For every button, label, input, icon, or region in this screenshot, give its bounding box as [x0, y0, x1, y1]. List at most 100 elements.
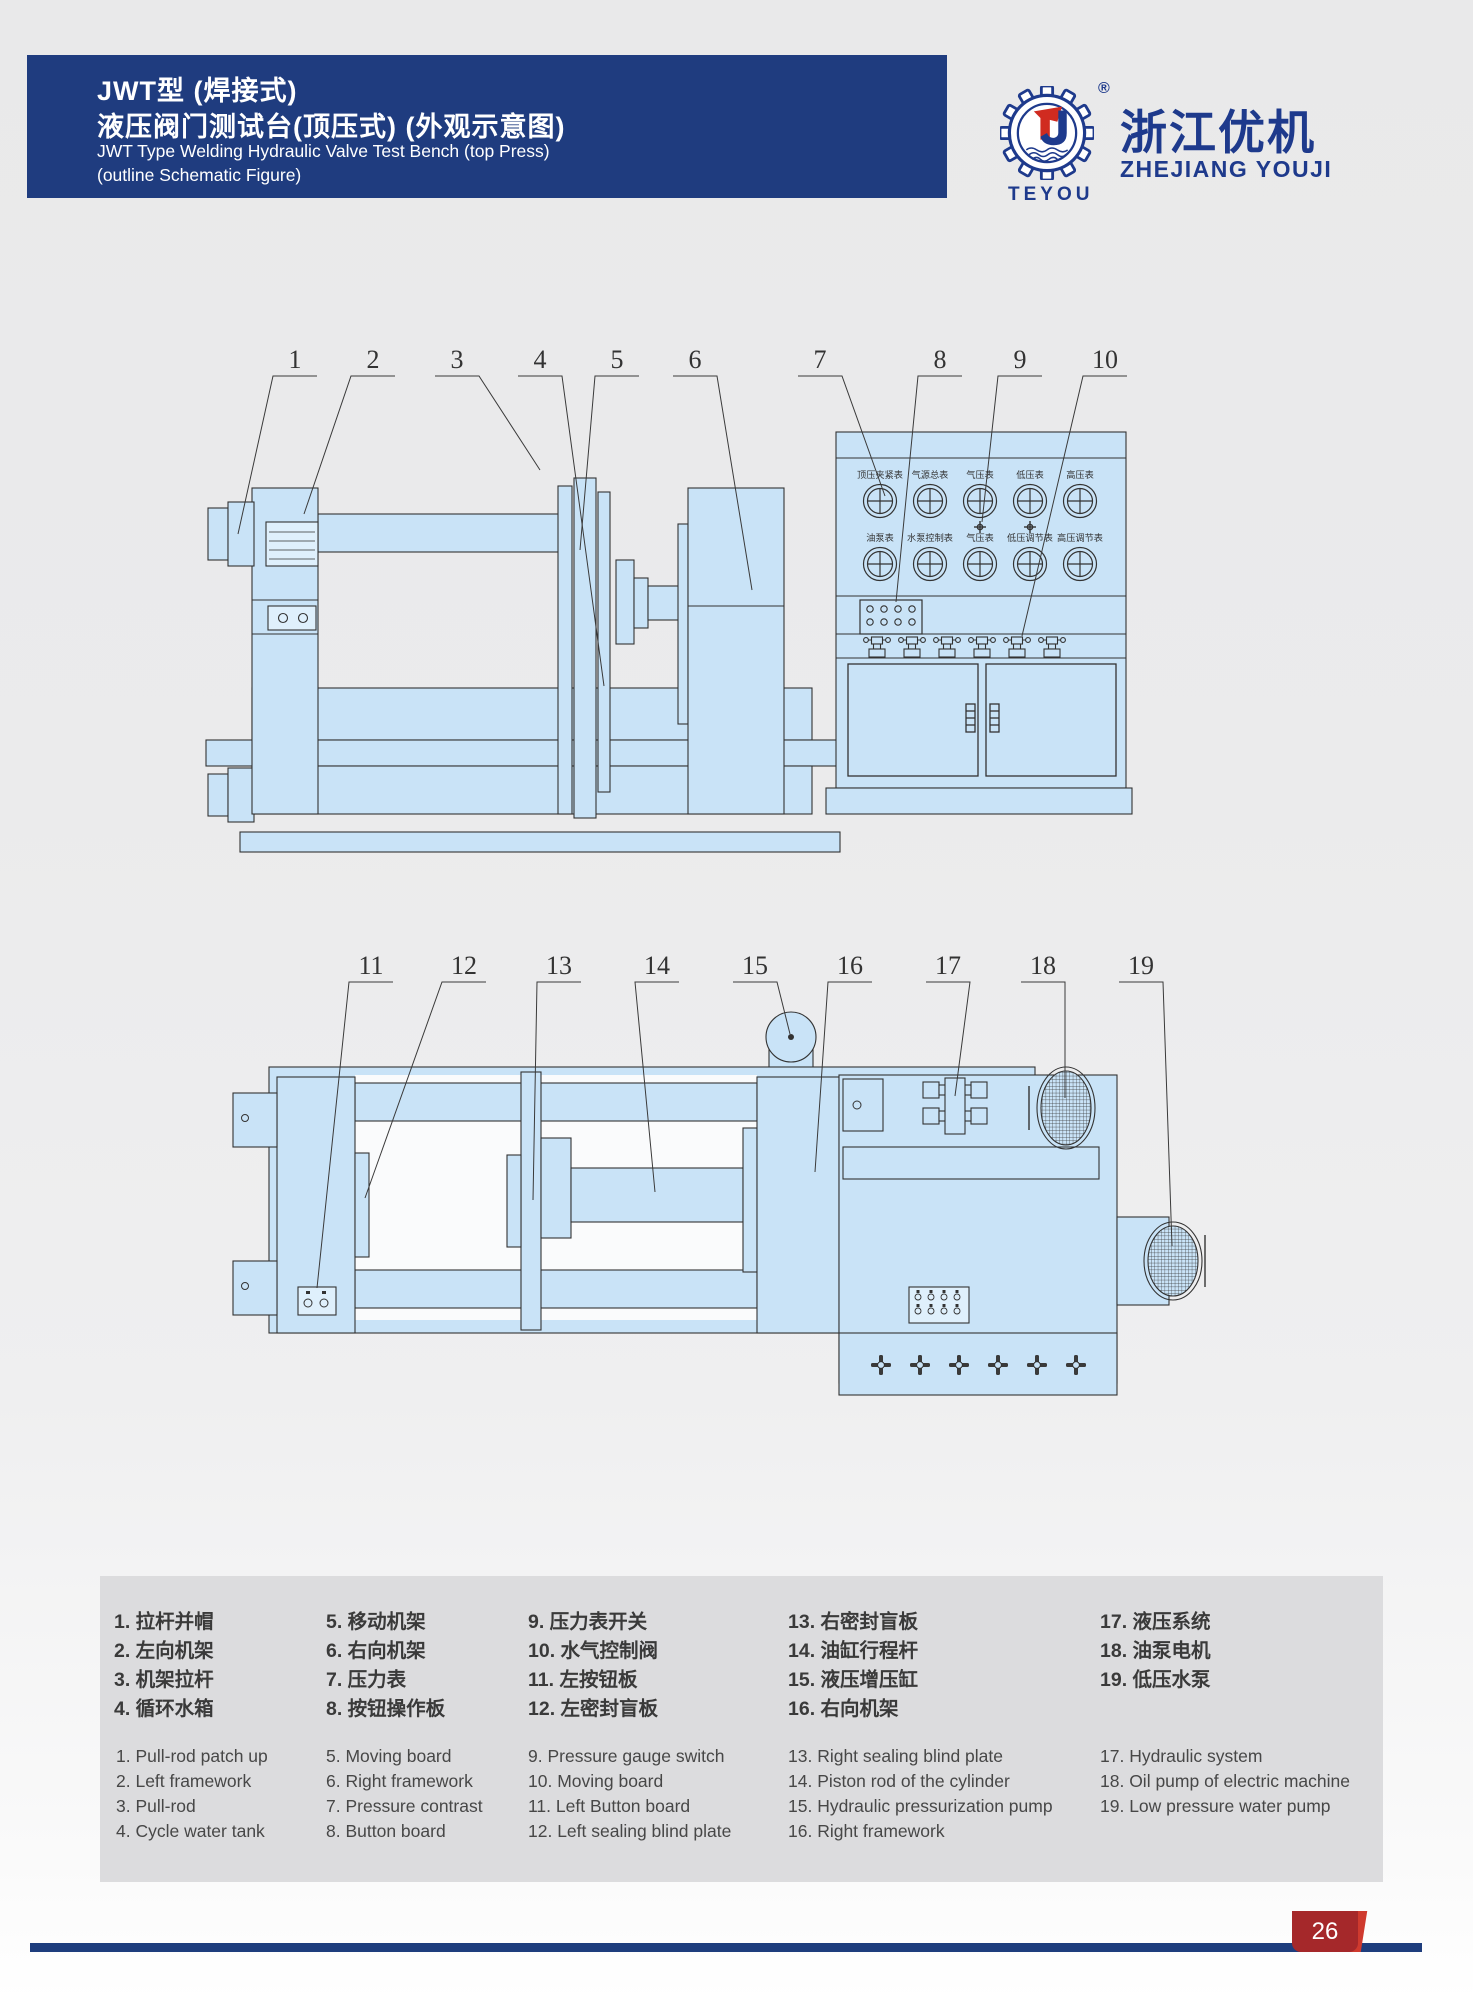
legend-item: 2. Left framework: [116, 1771, 252, 1791]
legend-item: 7. Pressure contrast: [326, 1796, 483, 1816]
gauge-label: 气压表: [966, 532, 994, 543]
callout-number: 2: [367, 345, 380, 374]
header-title-block: JWT型 (焊接式) 液压阀门测试台(顶压式) (外观示意图) JWT Type…: [27, 55, 947, 198]
legend-item: 6. Right framework: [326, 1771, 473, 1791]
valve-cross-icon: [988, 1355, 1008, 1375]
legend-cn-col4: 13. 右密封盲板 14. 油缸行程杆 15. 液压增压缸 16. 右向机架: [788, 1608, 918, 1724]
registered-mark: ®: [1098, 80, 1110, 97]
legend-item: 18. Oil pump of electric machine: [1100, 1771, 1350, 1791]
valve-icon: [1038, 636, 1066, 658]
legend-en-col1: 1. Pull-rod patch up 2. Left framework 3…: [116, 1744, 268, 1844]
cabinet-recess: [842, 1146, 1100, 1180]
gauge: [862, 483, 898, 519]
logo-letter-t: [1033, 106, 1063, 140]
gauge-label: 油泵表: [866, 532, 894, 543]
page-number: 26: [1292, 1911, 1358, 1952]
leader-19: [1119, 981, 1173, 1247]
leader-5: [579, 375, 639, 551]
legend-cn-col3: 9. 压力表开关 10. 水气控制阀 11. 左按钮板 12. 左密封盲板: [528, 1608, 658, 1724]
gauge: [962, 483, 998, 519]
callout-number: 10: [1092, 345, 1118, 374]
upper-pull-rod: [317, 513, 563, 553]
pull-rod-cap-lower: [207, 773, 229, 817]
gauge: [862, 546, 898, 582]
legend-item: 12. 左密封盲板: [528, 1698, 659, 1720]
valve-cross-icon: [1027, 1355, 1047, 1375]
callout-number: 3: [451, 345, 464, 374]
piston-rod: [570, 1167, 744, 1223]
company-logo: ® TEYOU 浙江优机 ZHEJIANG YOUJI: [992, 80, 1432, 210]
manifold-fitting: [922, 1077, 988, 1135]
legend-item: 13. 右密封盲板: [788, 1611, 919, 1633]
callout-number: 16: [837, 951, 863, 980]
leader-11: [316, 981, 393, 1289]
title-cn-line1: JWT型 (焊接式): [97, 76, 298, 106]
leader-2: [303, 375, 395, 515]
moving-board: [557, 485, 573, 815]
callout-number: 8: [934, 345, 947, 374]
gauge-label: 水泵控制表: [907, 532, 953, 543]
legend-en-col2: 5. Moving board 6. Right framework 7. Pr…: [326, 1744, 483, 1844]
legend-item: 9. 压力表开关: [528, 1611, 648, 1633]
legend-item: 11. Left Button board: [528, 1796, 691, 1816]
title-en-line2: (outline Schematic Figure): [97, 165, 302, 185]
valve-icon: [1003, 636, 1031, 658]
legend-item: 7. 压力表: [326, 1669, 407, 1691]
plan-view-diagram: 11 12 13 14 15 16 17 18 19: [232, 951, 1206, 1396]
gauge-label: 低压表: [1016, 469, 1044, 480]
pressure-gauge-switch-icon: [974, 521, 1036, 533]
gauge: [912, 483, 948, 519]
gear-logo-icon: [1000, 86, 1094, 180]
leader-17: [926, 981, 971, 1097]
leader-4: [518, 375, 605, 687]
valve-icon: [863, 636, 891, 658]
legend-item: 14. Piston rod of the cylinder: [788, 1771, 1010, 1791]
logo-waves: [1025, 147, 1069, 162]
page-number-tab: 26: [1292, 1911, 1370, 1952]
cabinet-base: [825, 787, 1133, 815]
two-hole-plate: [267, 605, 317, 631]
legend-item: 5. 移动机架: [326, 1611, 426, 1633]
leader-16: [814, 981, 872, 1173]
legend-item: 4. 循环水箱: [114, 1698, 214, 1720]
leader-12: [364, 981, 486, 1199]
bottom-base: [239, 831, 841, 853]
legend-item: 6. 右向机架: [326, 1640, 426, 1662]
top-rail: [354, 1082, 758, 1122]
callout-number: 13: [546, 951, 572, 980]
gauge-label: 顶压夹紧表: [857, 469, 903, 480]
callout-number: 5: [611, 345, 624, 374]
callout-number: 9: [1014, 345, 1027, 374]
pressure-gauges: [862, 483, 1098, 582]
legend-item: 3. 机架拉杆: [114, 1669, 214, 1691]
callout-number: 7: [814, 345, 827, 374]
footer-rule: [30, 1943, 1422, 1952]
cabinet-button-panel: [908, 1286, 970, 1324]
cabinet-door-right: [985, 663, 1117, 777]
leader-7: [798, 375, 886, 497]
legend-item: 8. 按钮操作板: [326, 1698, 446, 1720]
bottom-valve-row: [871, 1355, 1086, 1375]
callout-number: 14: [644, 951, 670, 980]
leader-18: [1021, 981, 1066, 1098]
leader-14: [634, 981, 679, 1193]
title-en-line1: JWT Type Welding Hydraulic Valve Test Be…: [97, 141, 550, 161]
bottom-rail: [354, 1269, 758, 1309]
gauge: [1012, 483, 1048, 519]
legend-item: 9. Pressure gauge switch: [528, 1746, 725, 1766]
legend-item: 5. Moving board: [326, 1746, 452, 1766]
callout-number: 1: [289, 345, 302, 374]
valve-icon: [898, 636, 926, 658]
gauge-label: 高压调节表: [1057, 532, 1103, 543]
pull-rod-cap-bottom: [232, 1260, 278, 1316]
valve-cross-icon: [1066, 1355, 1086, 1375]
gauge-label: 低压调节表: [1007, 532, 1053, 543]
legend-item: 15. 液压增压缸: [788, 1669, 919, 1691]
valve-cross-icon: [871, 1355, 891, 1375]
left-sealing-blind-plate: [354, 1152, 370, 1258]
nameplate: [265, 521, 319, 567]
legend-en-col5: 17. Hydraulic system 18. Oil pump of ele…: [1100, 1744, 1350, 1819]
legend-item: 16. 右向机架: [788, 1698, 899, 1720]
piston-stub: [615, 559, 635, 645]
brand-name-cn: 浙江优机: [1120, 106, 1316, 159]
